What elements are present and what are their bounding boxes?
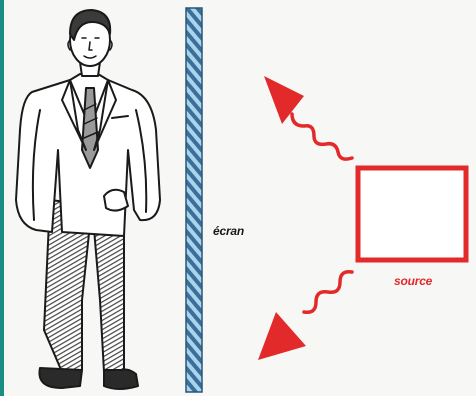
ray-down-line [304,272,352,313]
square-source-icon [358,168,466,260]
left-shoe [39,368,82,388]
screen-label: écran [213,224,244,238]
wavy-arrow-icon-up [264,76,352,159]
screen-wall [186,8,202,392]
right-shoe [104,370,138,390]
source-label: source [394,274,432,288]
source-box [358,168,466,260]
tie [82,88,98,168]
hatched-wall-icon [186,8,202,392]
hand [104,190,128,211]
ray-up-head [264,76,304,124]
man-in-suit-icon [16,10,160,389]
ray-up-line [292,114,352,159]
ray-down-head [258,312,306,360]
wavy-arrow-icon-down [258,272,352,360]
